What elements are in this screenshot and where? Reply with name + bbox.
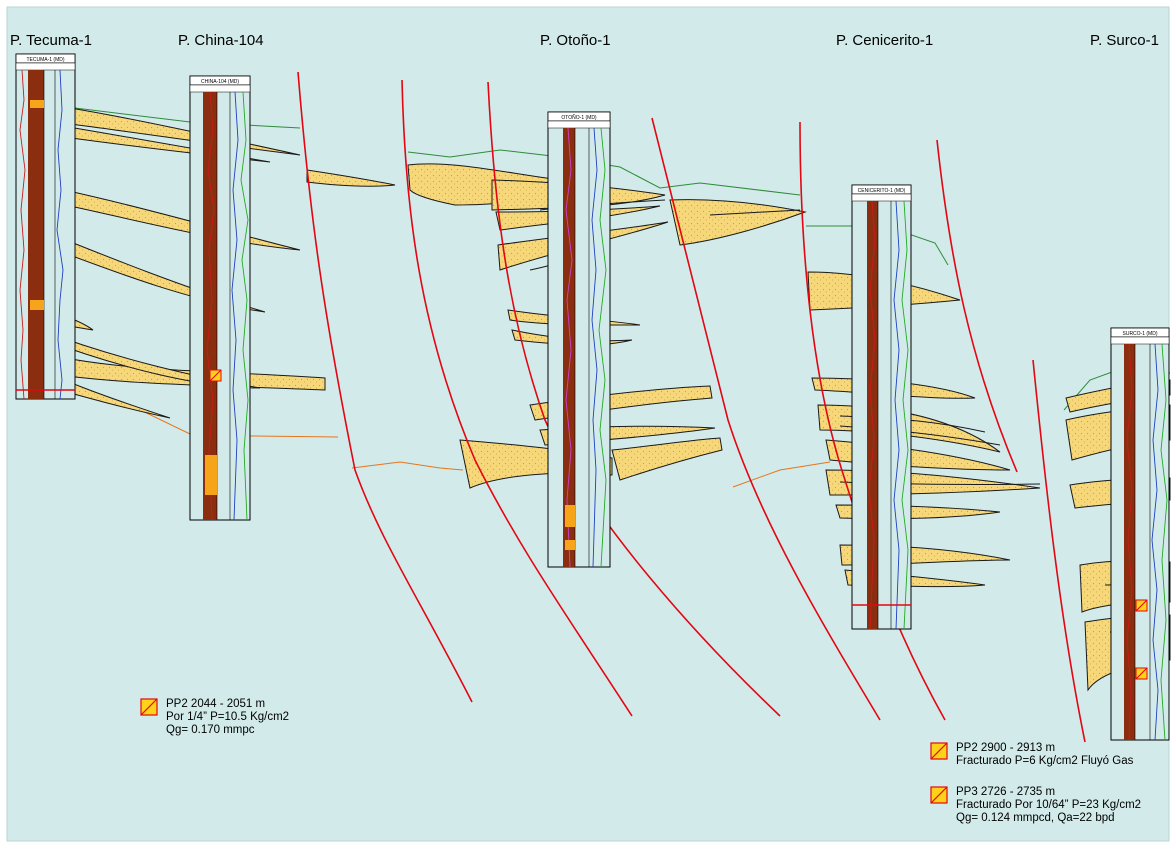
well-log-header-cenicerito: CENICERITO-1 (MD) bbox=[858, 188, 906, 194]
fault-5 bbox=[799, 121, 946, 721]
well-title-tecuma: P. Tecuma-1 bbox=[10, 32, 92, 49]
well-log-header-otono: OTOÑO-1 (MD) bbox=[561, 114, 597, 121]
fault-3 bbox=[487, 81, 781, 717]
test-legend-china-pp2: PP2 2044 - 2051 m Por 1/4” P=10.5 Kg/cm2… bbox=[140, 698, 360, 740]
well-log-cenicerito: CENICERITO-1 (MD) bbox=[851, 184, 912, 630]
test-legend-surco-pp2: PP2 2900 - 2913 m Fracturado P=6 Kg/cm2 … bbox=[930, 742, 1170, 772]
well-log-surco: SURCO-1 (MD) bbox=[1110, 327, 1170, 741]
test-line: Qg= 0.124 mmpcd, Qa=22 bpd bbox=[956, 812, 1115, 824]
well-title-cenicerito: P. Cenicerito-1 bbox=[836, 32, 934, 49]
well-log-china: CHINA-104 (MD) bbox=[189, 75, 251, 521]
test-line: Por 1/4” P=10.5 Kg/cm2 bbox=[166, 711, 290, 723]
test-line: PP2 2044 - 2051 m bbox=[166, 698, 266, 710]
fault-1 bbox=[297, 71, 473, 703]
well-log-otono: OTOÑO-1 (MD) bbox=[547, 111, 611, 568]
test-legend-icon bbox=[930, 742, 948, 760]
test-legend-icon bbox=[930, 786, 948, 804]
well-log-tecuma: TECUMA-1 (MD) bbox=[15, 53, 76, 400]
test-line: PP3 2726 - 2735 m bbox=[956, 786, 1056, 798]
well-log-header-china: CHINA-104 (MD) bbox=[201, 79, 239, 85]
test-legend-icon bbox=[140, 698, 158, 716]
test-line: Qg= 0.170 mmpc bbox=[166, 724, 255, 736]
fault-4 bbox=[651, 117, 881, 721]
test-line: PP2 2900 - 2913 m bbox=[956, 742, 1056, 754]
well-title-otono: P. Otoño-1 bbox=[540, 32, 611, 49]
test-line: Fracturado Por 10/64” P=23 Kg/cm2 bbox=[956, 799, 1142, 811]
fault-7 bbox=[1032, 359, 1086, 743]
well-log-header-tecuma: TECUMA-1 (MD) bbox=[26, 57, 64, 63]
test-line: Fracturado P=6 Kg/cm2 Fluyó Gas bbox=[956, 755, 1134, 767]
test-legend-surco-pp3: PP3 2726 - 2735 m Fracturado Por 10/64” … bbox=[930, 786, 1170, 828]
fault-6 bbox=[936, 139, 1018, 473]
well-title-china: P. China-104 bbox=[178, 32, 264, 49]
well-log-header-surco: SURCO-1 (MD) bbox=[1123, 331, 1158, 337]
fault-lines bbox=[297, 71, 1086, 743]
well-title-surco: P. Surco-1 bbox=[1090, 32, 1159, 49]
fault-2 bbox=[401, 79, 633, 717]
